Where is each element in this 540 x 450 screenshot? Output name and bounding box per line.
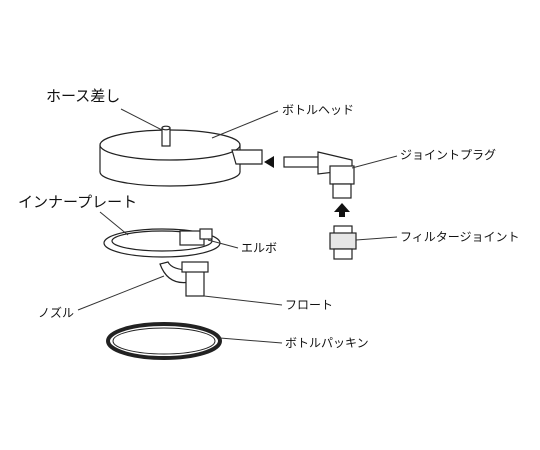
leader-hose bbox=[120, 108, 163, 131]
leader-float bbox=[203, 295, 283, 306]
label-nozzle: ノズル bbox=[38, 305, 74, 320]
label-hose: ホース差し bbox=[46, 87, 120, 105]
leader-bottle-packing bbox=[219, 337, 283, 344]
leader-filter-joint bbox=[355, 236, 398, 241]
label-filter-joint: フィルタージョイント bbox=[400, 230, 520, 244]
left-arrow-icon bbox=[264, 156, 274, 168]
leader-nozzle bbox=[77, 275, 165, 311]
label-elbow: エルボ bbox=[241, 241, 277, 255]
leader-inner-plate bbox=[99, 211, 129, 236]
filter-joint-part bbox=[329, 225, 357, 260]
bottle-head-part bbox=[99, 125, 263, 187]
up-arrow-icon bbox=[334, 203, 350, 217]
leader-elbow bbox=[207, 239, 239, 249]
label-joint-plug: ジョイントプラグ bbox=[400, 148, 496, 162]
leader-bottle-head bbox=[211, 110, 279, 139]
label-bottle-head: ボトルヘッド bbox=[282, 103, 354, 117]
label-inner-plate: インナープレート bbox=[18, 193, 137, 211]
joint-plug-part bbox=[283, 151, 355, 199]
inner-plate-part bbox=[103, 228, 221, 297]
label-float: フロート bbox=[285, 298, 333, 312]
leader-joint-plug bbox=[351, 155, 398, 169]
label-bottle-packing: ボトルパッキン bbox=[285, 336, 369, 350]
bottle-packing-part bbox=[106, 322, 222, 360]
